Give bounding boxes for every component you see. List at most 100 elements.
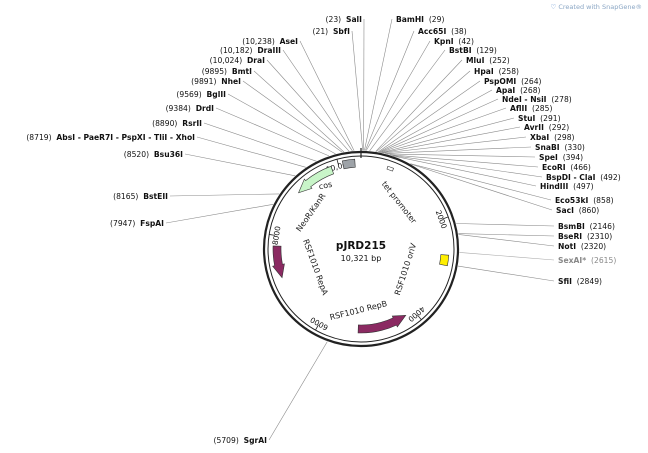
site-label-draiii[interactable]: (10,182) DraIII: [220, 46, 281, 55]
tick-6000-mark: [315, 324, 319, 331]
leader-line-acc65i: [365, 30, 415, 151]
site-label-bspdi-clai[interactable]: BspDI - ClaI (492): [546, 173, 621, 182]
site-position-saci: (860): [579, 206, 599, 215]
site-enzyme-acc65i: Acc65I: [418, 27, 446, 36]
site-enzyme-drai: DraI: [247, 56, 265, 65]
tick-4000-label: 4000: [406, 304, 427, 323]
site-label-hpai[interactable]: HpaI (258): [474, 67, 519, 76]
site-label-bglii[interactable]: (9569) BglII: [176, 90, 226, 99]
site-position-fspai: (7947): [110, 219, 135, 228]
tick-8000-mark: [269, 234, 276, 236]
site-enzyme-bglii: BglII: [207, 90, 227, 99]
site-label-bsteii[interactable]: (8165) BstEII: [113, 192, 168, 201]
site-label-apai[interactable]: ApaI (268): [496, 86, 541, 95]
site-label-noti[interactable]: NotI (2320): [558, 242, 606, 251]
site-label-aflii[interactable]: AflII (285): [510, 104, 552, 113]
site-label-fspai[interactable]: (7947) FspAI: [110, 219, 164, 228]
site-position-bmti: (9895): [202, 67, 227, 76]
site-label-sfii[interactable]: SfiI (2849): [558, 277, 602, 286]
site-label-asei[interactable]: (10,238) AseI: [242, 37, 298, 46]
site-position-stui: (291): [540, 114, 560, 123]
leader-line-spei: [386, 153, 536, 158]
site-label-sexai[interactable]: SexAI* (2615): [558, 256, 616, 265]
site-label-xbai[interactable]: XbaI (298): [530, 133, 575, 142]
feature-rsf1010-repa[interactable]: [272, 245, 285, 279]
site-label-mlui[interactable]: MluI (252): [466, 56, 510, 65]
feature-rsf1010-oriv[interactable]: [439, 254, 450, 267]
site-label-nhei[interactable]: (9891) NheI: [191, 77, 241, 86]
site-label-ndei-nsii[interactable]: NdeI - NsiI (278): [502, 95, 572, 104]
site-label-bstbi[interactable]: BstBI (129): [449, 46, 497, 55]
leader-line-nhei: [242, 80, 343, 153]
site-position-ndei-nsii: (278): [551, 95, 571, 104]
site-position-snabi: (330): [564, 143, 584, 152]
site-enzyme-ecori: EcoRI: [542, 163, 566, 172]
site-label-stui[interactable]: StuI (291): [518, 114, 561, 123]
site-position-bsmbi: (2146): [590, 222, 615, 231]
feature-rsf1010-repb[interactable]: [357, 314, 407, 334]
site-enzyme-pspomi: PspOMI: [484, 77, 516, 86]
site-label-spei[interactable]: SpeI (394): [539, 153, 583, 162]
site-label-bseri[interactable]: BseRI (2310): [558, 232, 612, 241]
leader-line-sfii: [457, 265, 555, 282]
site-label-sbfi[interactable]: (21) SbfI: [313, 27, 351, 36]
leader-line-bamhi: [364, 18, 393, 151]
site-label-sali[interactable]: (23) SalI: [326, 15, 363, 24]
snapgene-logo-icon: ♡: [550, 3, 557, 11]
site-position-noti: (2320): [581, 242, 606, 251]
site-label-rsrii[interactable]: (8890) RsrII: [152, 119, 202, 128]
site-label-avrii[interactable]: AvrII (292): [524, 123, 569, 132]
site-enzyme-mlui: MluI: [466, 56, 485, 65]
site-label-absi-paer7i-pspxi-tlii-xhoi[interactable]: (8719) AbsI - PaeR7I - PspXI - TliI - Xh…: [26, 133, 195, 142]
site-label-bmti[interactable]: (9895) BmtI: [202, 67, 252, 76]
site-labels: (23) SalI BamHI (29) (21) SbfI Acc65I (38) (…: [26, 15, 620, 445]
site-enzyme-saci: SacI: [556, 206, 574, 215]
site-label-hindiii[interactable]: HindIII (497): [540, 182, 594, 191]
site-enzyme-xbai: XbaI: [530, 133, 549, 142]
feature-cos[interactable]: [341, 158, 356, 170]
site-position-pspomi: (264): [521, 77, 541, 86]
site-label-bsmbi[interactable]: BsmBI (2146): [558, 222, 615, 231]
leader-line-rsrii: [203, 122, 317, 162]
site-label-pspomi[interactable]: PspOMI (264): [484, 77, 542, 86]
site-position-drdi: (9384): [166, 104, 191, 113]
site-enzyme-avrii: AvrII: [524, 123, 544, 132]
leader-line-stui: [381, 117, 515, 153]
plasmid-size: 10,321 bp: [341, 254, 382, 263]
feature-neor-kanr[interactable]: [298, 165, 335, 194]
leader-line-hindiii: [393, 155, 537, 187]
site-label-bsu36i[interactable]: (8520) Bsu36I: [124, 150, 183, 159]
site-label-ecori[interactable]: EcoRI (466): [542, 163, 591, 172]
leader-line-draiii: [282, 49, 353, 152]
leader-line-fspai: [165, 204, 274, 224]
leader-line-saci: [410, 163, 553, 211]
leader-line-bspdi-clai: [391, 155, 543, 178]
site-label-saci[interactable]: SacI (860): [556, 206, 599, 215]
site-label-drai[interactable]: (10,024) DraI: [210, 56, 266, 65]
leader-line-eco53ki: [410, 163, 552, 201]
site-enzyme-spei: SpeI: [539, 153, 558, 162]
leader-line-avrii: [382, 126, 521, 154]
site-label-bamhi[interactable]: BamHI (29): [396, 15, 444, 24]
site-enzyme-bmti: BmtI: [232, 67, 252, 76]
site-label-kpni[interactable]: KpnI (42): [434, 37, 474, 46]
feature-label-rsf1010-oriv: RSF1010 oriV: [393, 242, 418, 297]
site-label-snabi[interactable]: SnaBI (330): [535, 143, 585, 152]
leader-line-sexai: [459, 252, 555, 261]
leader-line-sbfi: [351, 30, 363, 151]
site-label-acc65i[interactable]: Acc65I (38): [418, 27, 467, 36]
site-position-aflii: (285): [532, 104, 552, 113]
site-label-drdi[interactable]: (9384) DrdI: [166, 104, 215, 113]
site-enzyme-bstbi: BstBI: [449, 46, 472, 55]
site-enzyme-sexai: SexAI*: [558, 256, 586, 265]
site-label-eco53ki[interactable]: Eco53kI (858): [555, 196, 614, 205]
watermark-text: Created with SnapGene®: [558, 3, 642, 11]
feature-tet-promoter[interactable]: [386, 165, 394, 172]
site-leader-lines: [165, 18, 555, 441]
site-position-asei: (10,238): [242, 37, 275, 46]
leader-line-xbai: [383, 136, 527, 154]
leader-line-noti: [458, 234, 555, 247]
site-enzyme-drdi: DrdI: [196, 104, 214, 113]
site-label-sgrai[interactable]: (5709) SgrAI: [214, 436, 268, 445]
